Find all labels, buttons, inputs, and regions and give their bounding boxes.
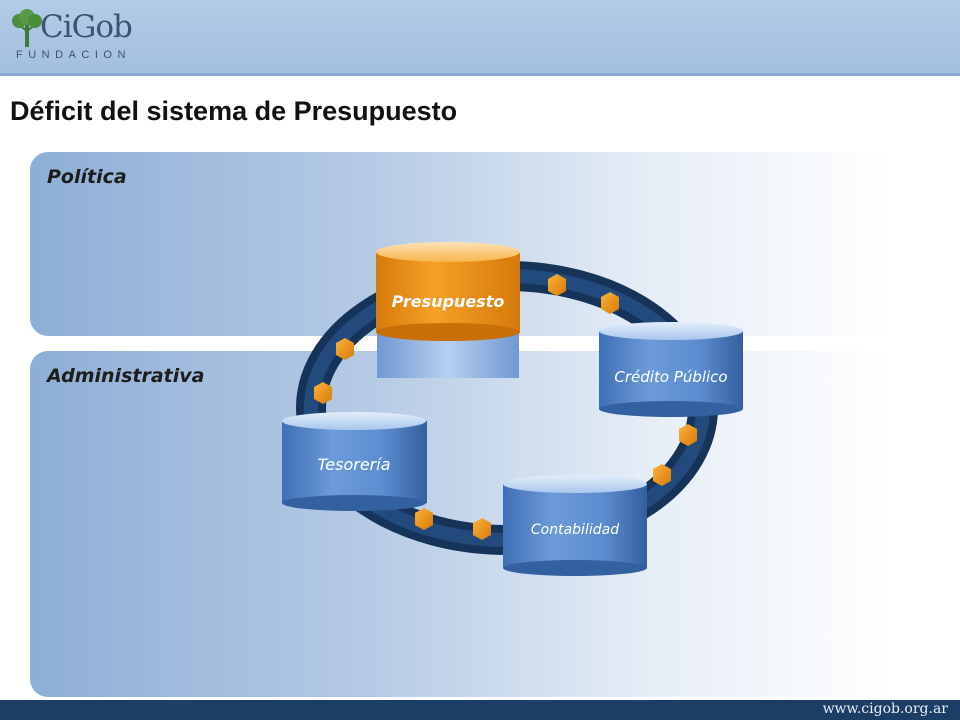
band-label-politica: Política bbox=[47, 166, 127, 188]
hex-marker bbox=[548, 274, 566, 296]
node-label-credito-publico: Crédito Público bbox=[614, 368, 727, 386]
band-label-administrativa: Administrativa bbox=[47, 365, 205, 387]
node-credito-publico: Crédito Público bbox=[599, 322, 743, 417]
hex-marker bbox=[473, 518, 491, 540]
hex-marker bbox=[679, 424, 697, 446]
node-label-contabilidad: Contabilidad bbox=[531, 522, 619, 538]
node-label-presupuesto: Presupuesto bbox=[392, 292, 505, 311]
page-title: Déficit del sistema de Presupuesto bbox=[10, 96, 458, 126]
node-tesoreria: Tesorería bbox=[282, 412, 427, 511]
node-presupuesto: Presupuesto bbox=[376, 242, 520, 378]
node-label-tesoreria: Tesorería bbox=[317, 455, 390, 474]
hex-marker bbox=[314, 382, 332, 404]
logo-name: CiGob bbox=[40, 9, 133, 45]
hex-marker bbox=[336, 338, 354, 360]
logo: CiGob FUNDACION bbox=[10, 7, 140, 65]
node-contabilidad: Contabilidad bbox=[503, 475, 647, 576]
tree-icon bbox=[12, 9, 42, 47]
hex-marker bbox=[653, 464, 671, 486]
cycle-markers bbox=[314, 274, 697, 540]
footer-bar: www.cigob.org.ar bbox=[0, 700, 960, 720]
footer-url: www.cigob.org.ar bbox=[822, 701, 948, 717]
logo-subtitle: FUNDACION bbox=[16, 49, 131, 61]
header-bar: CiGob FUNDACION bbox=[0, 0, 960, 76]
hex-marker bbox=[415, 508, 433, 530]
hex-marker bbox=[601, 292, 619, 314]
